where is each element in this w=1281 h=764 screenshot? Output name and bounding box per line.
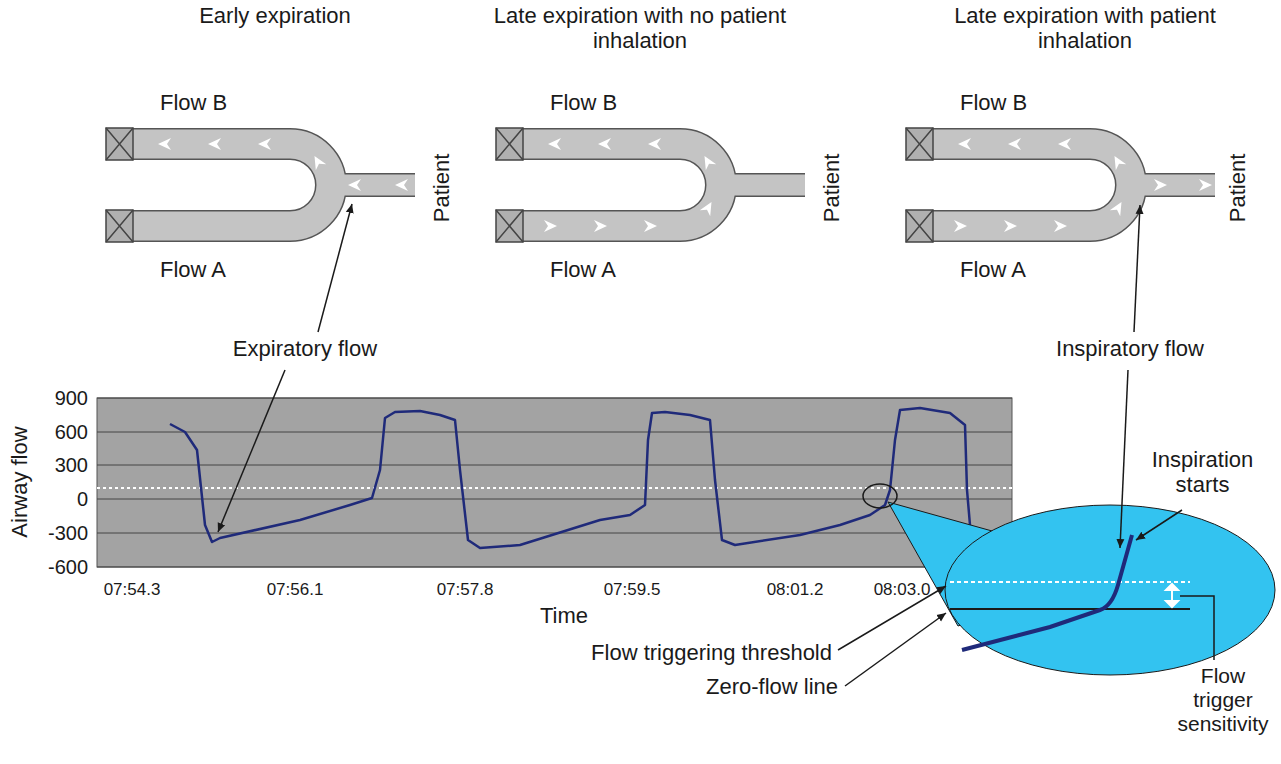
label: Late expiration with patient inhalation (925, 3, 1245, 54)
flow-arrow (958, 138, 971, 150)
label: Flow B (160, 90, 227, 115)
tube-outline (710, 173, 805, 197)
label: 07:54.3 (92, 580, 172, 600)
valve-cap (106, 210, 133, 242)
tube-fill (320, 175, 415, 196)
flow-arrow (258, 138, 271, 150)
u-tube (906, 128, 1215, 242)
flow-arrow (395, 179, 408, 191)
label: Patient (1225, 154, 1250, 223)
valve-cross (496, 128, 523, 160)
tube-fill (133, 144, 331, 226)
tube-fill (933, 144, 1131, 226)
label: Zero-flow line (480, 674, 838, 699)
tube-outline (133, 144, 331, 226)
u-tubes (106, 128, 1215, 242)
valve-cap (496, 210, 523, 242)
plot-area (97, 398, 1012, 567)
label: 08:01.2 (755, 580, 835, 600)
valve-cross (106, 128, 133, 160)
tube-fill (1120, 175, 1215, 196)
leader-lines (218, 204, 1182, 686)
flow-arrow (544, 220, 557, 232)
label: 07:57.8 (425, 580, 505, 600)
tube-fill (710, 175, 805, 196)
label: Late expiration with no patient inhalati… (490, 3, 790, 54)
tube-outline (320, 173, 415, 197)
u-tube (496, 128, 805, 242)
flow-arrow (315, 156, 327, 170)
zoom-waveform (962, 535, 1132, 650)
label: Patient (429, 154, 454, 223)
label: 07:59.5 (592, 580, 672, 600)
label: Inspiratory flow (1025, 336, 1235, 361)
label: Flow B (550, 90, 617, 115)
flow-arrow (1115, 156, 1127, 170)
label: Time (540, 603, 588, 628)
label: 0 (20, 488, 88, 511)
zoom-threshold-line (950, 581, 1190, 583)
tube-fill (523, 144, 721, 226)
grid-lines (97, 398, 1012, 567)
label: Inspiration starts (1130, 447, 1275, 498)
flow-arrow (644, 220, 657, 232)
flow-arrow (348, 179, 361, 191)
label: 07:56.1 (255, 580, 335, 600)
label: Flow triggering threshold (480, 640, 832, 665)
flow-arrow (1110, 202, 1122, 216)
flow-arrow (1154, 179, 1167, 191)
zoom-circle (863, 484, 897, 508)
label: Flow B (960, 90, 1027, 115)
flow-arrow (1054, 220, 1067, 232)
zoom-ellipse (945, 505, 1275, 675)
flow-waveform (170, 408, 970, 548)
label: Expiratory flow (205, 336, 405, 361)
sensitivity-arrow (1166, 584, 1178, 607)
label: 900 (20, 387, 88, 410)
threshold-line (97, 487, 1012, 489)
label: 08:03.0 (862, 580, 942, 600)
u-tube (106, 128, 415, 242)
label: 300 (20, 454, 88, 477)
flow-arrow (1058, 138, 1071, 150)
label: Flow trigger sensitivity (1170, 664, 1276, 736)
flow-arrow (1004, 220, 1017, 232)
valve-cross (906, 128, 933, 160)
label: Flow A (160, 257, 226, 282)
label: -600 (20, 556, 88, 579)
flow-arrow (208, 138, 221, 150)
flow-arrow (705, 156, 717, 170)
valve-cap (496, 128, 523, 160)
flow-arrow (954, 220, 967, 232)
leader-line (1180, 596, 1214, 660)
tube-outline (1120, 173, 1215, 197)
tube-outline (933, 144, 1131, 226)
flow-arrow (548, 138, 561, 150)
flow-arrow (158, 138, 171, 150)
valve-cross (906, 210, 933, 242)
tube-outline (523, 144, 721, 226)
label: Early expiration (155, 3, 395, 28)
flow-arrow (598, 138, 611, 150)
label: -300 (20, 522, 88, 545)
flow-arrow (700, 202, 712, 216)
valve-cross (106, 210, 133, 242)
flow-arrow (1008, 138, 1021, 150)
valve-cap (906, 210, 933, 242)
valve-cap (906, 128, 933, 160)
flow-arrow (648, 138, 661, 150)
label: 600 (20, 421, 88, 444)
flow-arrow (1199, 179, 1212, 191)
label: Flow A (960, 257, 1026, 282)
label: Flow A (550, 257, 616, 282)
valve-cross (496, 210, 523, 242)
zoom-zero-line (950, 608, 1190, 610)
label: Airway flow (7, 426, 32, 537)
flow-arrow (594, 220, 607, 232)
valve-cap (106, 128, 133, 160)
label: Patient (819, 154, 844, 223)
